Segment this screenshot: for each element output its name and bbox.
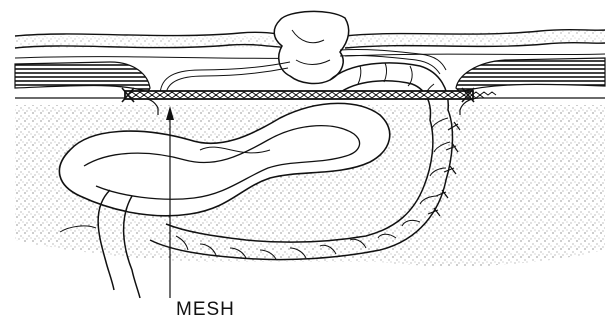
mesh-repair (122, 88, 496, 102)
muscle-layer-left (15, 62, 150, 92)
muscle-layer-right (456, 58, 605, 92)
prolapsed-bowel (274, 11, 348, 83)
mesh-label: MESH (176, 300, 235, 319)
